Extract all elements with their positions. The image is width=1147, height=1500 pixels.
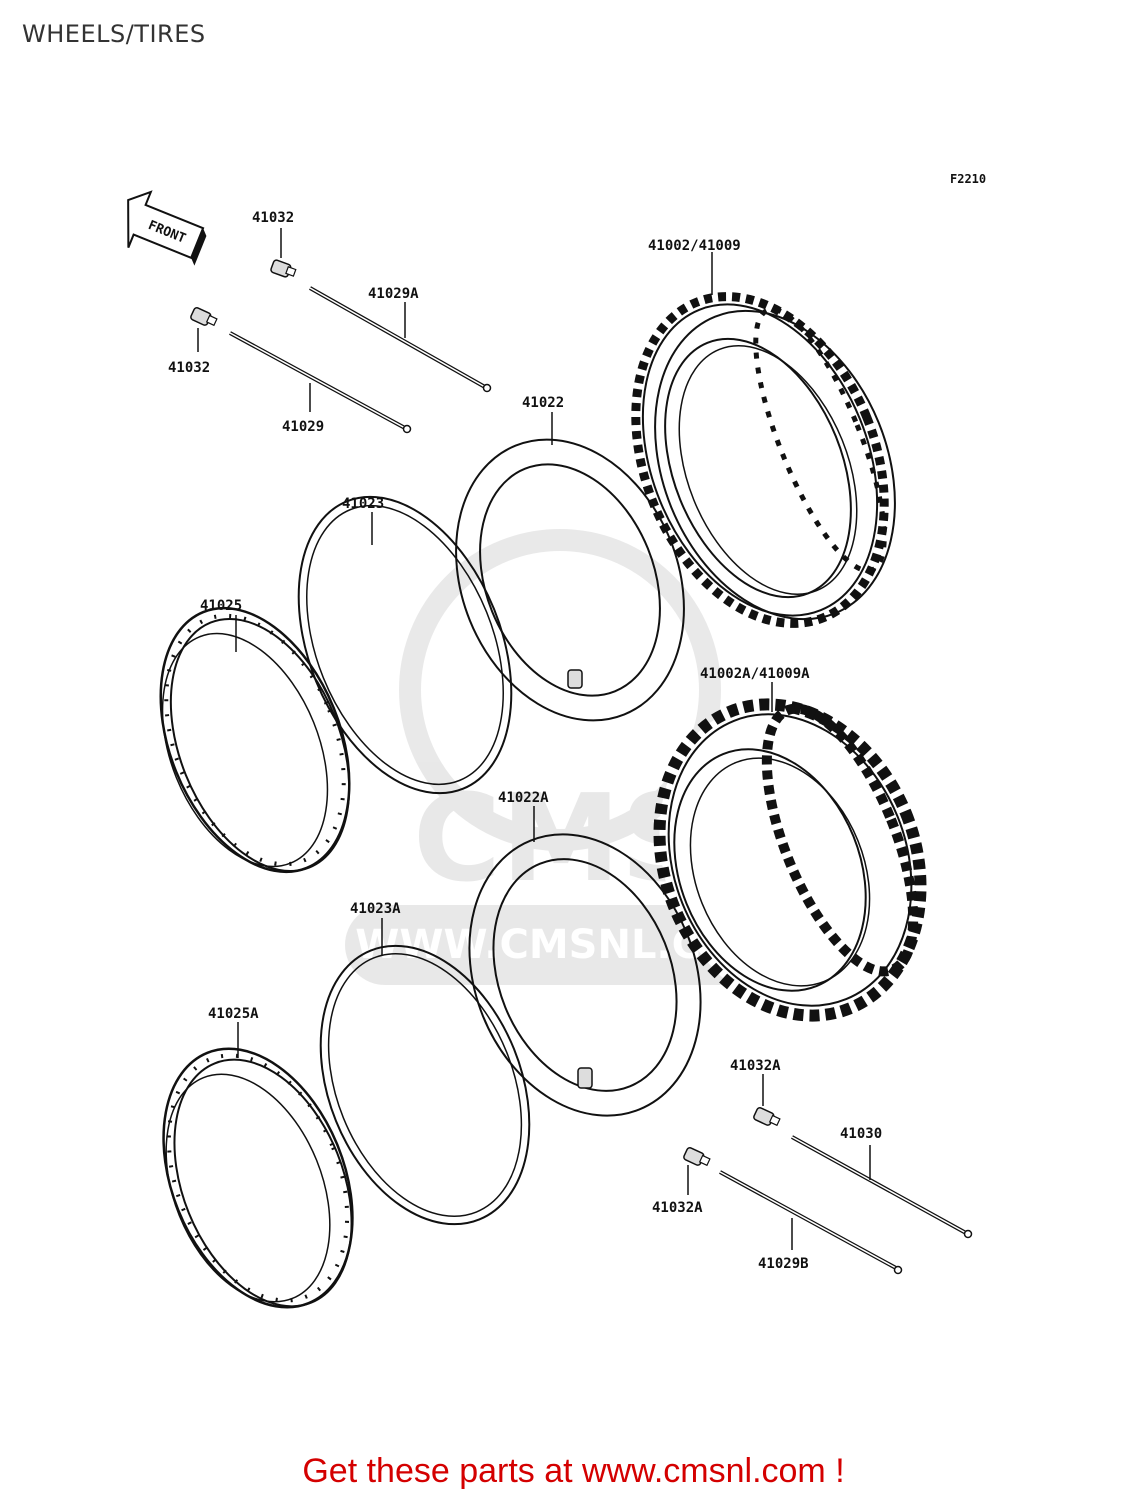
spoke-41030 <box>791 1135 973 1239</box>
tire-rear-41002A <box>653 698 927 1022</box>
part-label: 41022A <box>498 790 549 806</box>
parts-diagram: CMS WWW.CMSNL.COM F2210 FRONT 41032 4102… <box>127 172 986 1309</box>
rim-41025A <box>162 1047 354 1309</box>
part-label: 41002A/41009A <box>700 666 810 682</box>
part-label: 41025A <box>208 1006 259 1022</box>
spoke-41029 <box>229 331 412 434</box>
part-label: 41032 <box>168 360 210 376</box>
tube-41022A <box>468 833 702 1117</box>
nipple-41032A-bottom <box>683 1146 711 1167</box>
part-label: 41029A <box>368 286 419 302</box>
nipple-41032-left <box>190 306 218 327</box>
part-label: 41025 <box>200 598 242 614</box>
figure-code: F2210 <box>950 172 986 186</box>
rim-41025 <box>159 606 351 874</box>
part-label: 41002/41009 <box>648 238 741 254</box>
tire-front-41002 <box>631 292 896 628</box>
tube-41022 <box>455 438 685 722</box>
spoke-41029A <box>309 286 492 393</box>
part-label: 41029 <box>282 419 324 435</box>
nipple-41032A-right <box>753 1106 781 1127</box>
footer-cta-link[interactable]: Get these parts at www.cmsnl.com ! <box>302 1452 845 1490</box>
spoke-41029B <box>719 1170 903 1275</box>
page-title: WHEELS/TIRES <box>22 20 206 48</box>
part-label: 41030 <box>840 1126 882 1142</box>
part-label: 41022 <box>522 395 564 411</box>
front-arrow-icon: FRONT <box>127 190 207 266</box>
rim-band-41023A <box>319 944 531 1226</box>
part-label: 41032A <box>652 1200 703 1216</box>
part-label: 41032 <box>252 210 294 226</box>
part-label: 41023 <box>342 496 384 512</box>
part-label: 41023A <box>350 901 401 917</box>
nipple-41032-top <box>270 259 297 278</box>
part-label: 41029B <box>758 1256 809 1272</box>
part-label: 41032A <box>730 1058 781 1074</box>
